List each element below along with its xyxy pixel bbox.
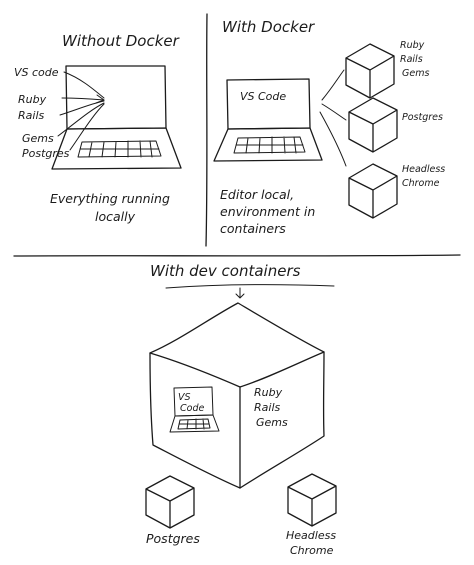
vertical-divider	[205, 13, 208, 247]
cube-label-ruby: Ruby	[254, 386, 283, 399]
laptop-keyboard	[233, 136, 306, 154]
label-vs-code: VS code	[14, 66, 59, 79]
cube-right	[239, 351, 325, 489]
laptop-keyboard	[177, 418, 211, 430]
cube-top	[149, 302, 325, 388]
label-gems: Gems	[22, 132, 54, 145]
screen-label-code: Code	[180, 403, 204, 414]
container-cube-headless-chrome	[287, 473, 337, 527]
caption-line-2: environment in	[220, 204, 315, 219]
container-cube-headless-chrome	[348, 163, 398, 219]
laptop-without-docker	[51, 65, 182, 170]
cube-label-rails: Rails	[254, 401, 280, 414]
laptop-in-container	[169, 386, 220, 433]
caption-line-3: containers	[220, 221, 286, 236]
container-cube-postgres	[145, 475, 195, 529]
arrows-into-laptop	[57, 71, 105, 151]
container-label-postgres: Postgres	[402, 112, 443, 123]
title-with-docker: With Docker	[222, 18, 315, 36]
caption-line-1: Everything running	[50, 191, 170, 206]
container-label-ruby: Ruby	[400, 40, 425, 51]
horizontal-divider	[13, 254, 461, 257]
label-rails: Rails	[18, 109, 44, 122]
container-label-headless: Headless	[286, 529, 336, 542]
laptop-base	[51, 127, 182, 170]
laptop-screen	[65, 65, 167, 130]
container-label-headless: Headless	[402, 164, 445, 175]
screen-label-vs: VS	[178, 392, 191, 403]
caption-line-2: locally	[95, 209, 136, 224]
container-cube-ruby-rails-gems	[345, 43, 395, 99]
label-ruby: Ruby	[18, 93, 47, 106]
container-label-gems: Gems	[402, 68, 429, 79]
container-links	[319, 69, 347, 167]
container-label-chrome: Chrome	[290, 544, 334, 557]
caption-line-1: Editor local,	[220, 187, 294, 202]
laptop-base	[213, 127, 323, 162]
title-dev-containers: With dev containers	[150, 262, 301, 280]
screen-label-vs-code: VS Code	[240, 90, 286, 103]
label-postgres: Postgres	[22, 147, 70, 160]
cube-left	[149, 352, 241, 489]
title-arrow	[235, 287, 245, 299]
panel-dev-containers: With dev containers VS Code Ruby Rails G…	[145, 262, 337, 557]
panel-with-docker: With Docker VS Code Ruby Rails Gems Post…	[213, 18, 445, 236]
laptop-with-docker	[213, 78, 323, 162]
laptop-base	[169, 414, 220, 433]
title-underline	[165, 284, 335, 289]
container-label-rails: Rails	[400, 54, 423, 65]
container-label-postgres: Postgres	[146, 531, 200, 546]
container-label-chrome: Chrome	[402, 178, 440, 189]
title-without-docker: Without Docker	[62, 32, 180, 50]
cube-label-gems: Gems	[256, 416, 288, 429]
laptop-screen	[226, 78, 311, 130]
laptop-keyboard	[77, 140, 162, 158]
container-cube-postgres	[348, 97, 398, 153]
panel-without-docker: Without Docker VS code Ruby Rails Gems P…	[14, 32, 182, 224]
big-dev-container-cube	[149, 302, 325, 489]
